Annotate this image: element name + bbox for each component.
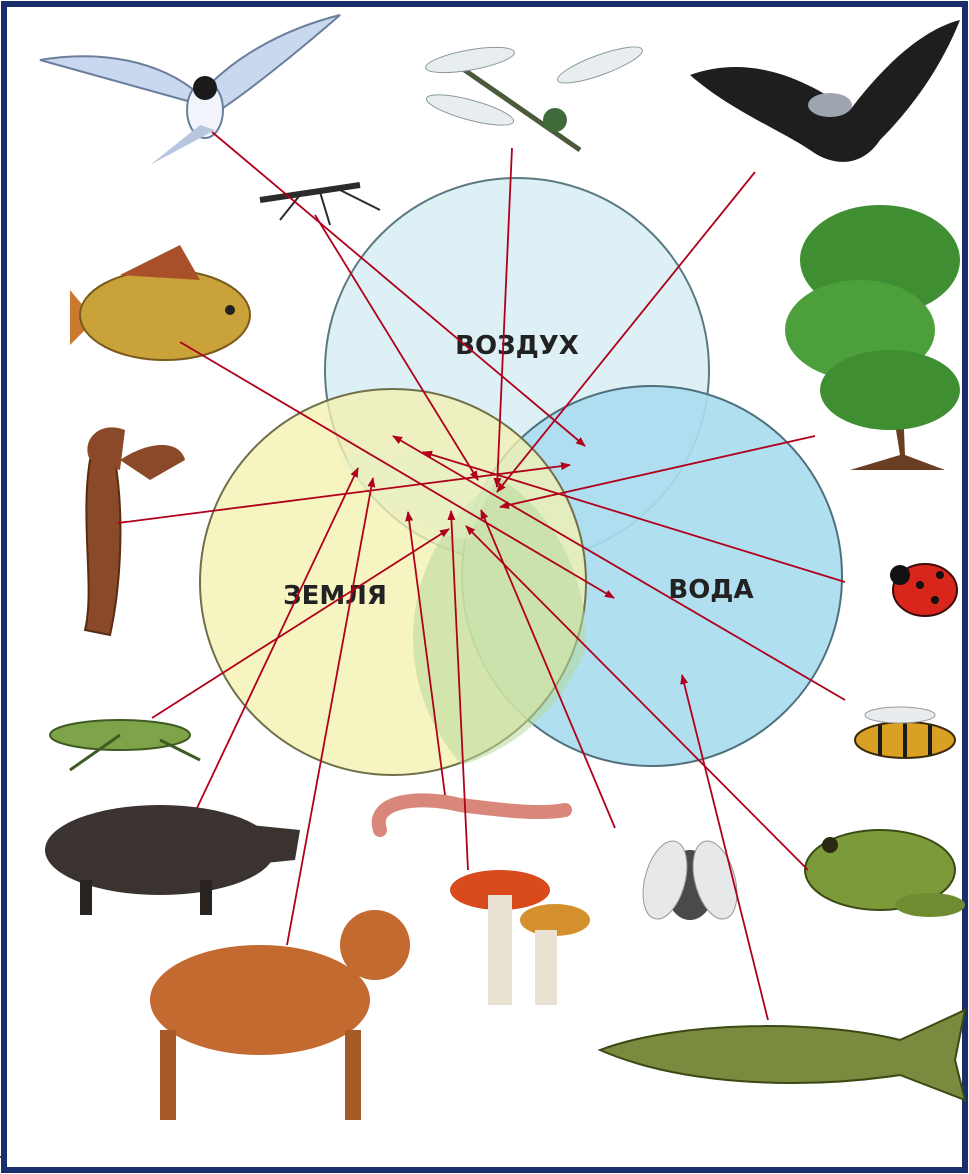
air-label: ВОЗДУХ [455, 331, 579, 361]
water-label: ВОДА [668, 575, 753, 605]
land-label: ЗЕМЛЯ [283, 581, 387, 611]
